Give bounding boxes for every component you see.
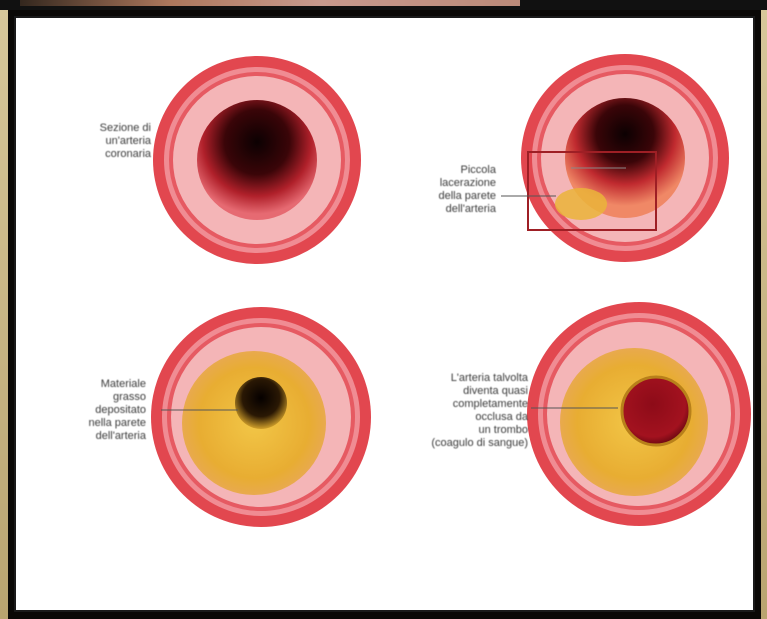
label-thrombus: L'arteria talvolta diventa quasi complet… [388,372,528,450]
label-lesion: Piccola lacerazione della parete dell'ar… [388,164,496,216]
frame-left-edge [0,10,8,619]
artery-thrombus [527,302,751,526]
cropped-image-top [20,0,520,6]
artery-healthy [153,56,361,264]
frame-right-edge [761,10,767,619]
label-healthy: Sezione di un'arteria coronaria [16,122,151,161]
artery-diagram [16,18,753,610]
artery-diagram-panel: Sezione di un'arteria coronaria Piccola … [14,16,755,612]
label-fatty-deposit: Materiale grasso depositato nella parete… [16,378,146,443]
artery-fatty-deposit [151,307,371,527]
top-strip [0,0,767,10]
artery-lesion [501,54,729,262]
